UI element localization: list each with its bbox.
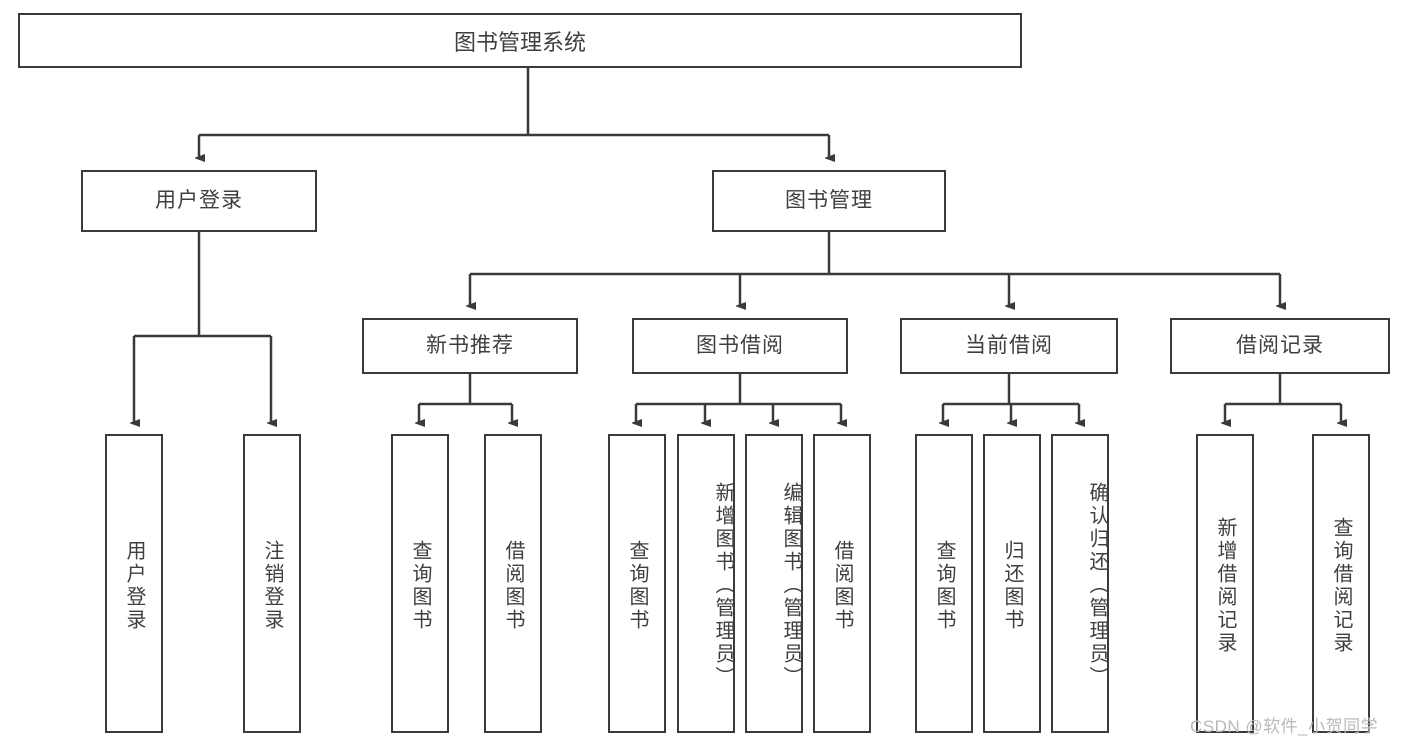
node-label: 图书借阅	[696, 334, 784, 358]
leaf-borrow-record-query-record[interactable]: 查询借阅记录	[1312, 434, 1370, 733]
node-book-borrow[interactable]: 图书借阅	[632, 318, 848, 374]
leaf-label: 注销登录	[261, 539, 283, 632]
node-borrow-record[interactable]: 借阅记录	[1170, 318, 1390, 374]
node-label: 图书管理系统	[453, 29, 586, 55]
leaf-label: 查询图书	[626, 539, 648, 632]
leaf-label: 查询借阅记录	[1330, 516, 1352, 655]
csdn-watermark: CSDN @软件_小贺同学	[1190, 717, 1379, 736]
node-label: 借阅记录	[1236, 334, 1324, 358]
leaf-label: 查询图书	[409, 539, 431, 632]
node-user-login[interactable]: 用户登录	[81, 170, 317, 232]
leaf-label: 借阅图书	[831, 539, 853, 632]
leaf-current-borrow-confirm-return-admin[interactable]: 确认归还（管理员）	[1051, 434, 1109, 733]
leaf-label: 确认归还（管理员）	[1086, 482, 1108, 689]
node-new-book-recommend[interactable]: 新书推荐	[362, 318, 578, 374]
leaf-new-book-query-book[interactable]: 查询图书	[391, 434, 449, 733]
leaf-book-borrow-edit-book-admin[interactable]: 编辑图书（管理员）	[745, 434, 803, 733]
node-current-borrow[interactable]: 当前借阅	[900, 318, 1118, 374]
leaf-user-login-login[interactable]: 用户登录	[105, 434, 163, 733]
leaf-label: 新增借阅记录	[1214, 516, 1236, 655]
leaf-label: 用户登录	[123, 539, 145, 632]
leaf-book-borrow-add-book-admin[interactable]: 新增图书（管理员）	[677, 434, 735, 733]
leaf-book-borrow-query-book[interactable]: 查询图书	[608, 434, 666, 733]
node-label: 当前借阅	[965, 334, 1053, 358]
leaf-label: 查询图书	[933, 539, 955, 632]
leaf-label: 编辑图书（管理员）	[780, 482, 802, 689]
leaf-current-borrow-query-book[interactable]: 查询图书	[915, 434, 973, 733]
leaf-label: 借阅图书	[502, 539, 524, 632]
leaf-borrow-record-add-record[interactable]: 新增借阅记录	[1196, 434, 1254, 733]
node-label: 新书推荐	[426, 334, 514, 358]
leaf-label: 新增图书（管理员）	[712, 482, 734, 689]
node-label: 图书管理	[785, 189, 873, 213]
leaf-label: 归还图书	[1001, 539, 1023, 632]
node-label: 用户登录	[155, 189, 243, 213]
leaf-user-login-logout[interactable]: 注销登录	[243, 434, 301, 733]
leaf-book-borrow-borrow-book[interactable]: 借阅图书	[813, 434, 871, 733]
leaf-new-book-borrow-book[interactable]: 借阅图书	[484, 434, 542, 733]
node-book-management[interactable]: 图书管理	[712, 170, 946, 232]
leaf-current-borrow-return-book[interactable]: 归还图书	[983, 434, 1041, 733]
node-root-book-management-system[interactable]: 图书管理系统	[18, 13, 1022, 68]
